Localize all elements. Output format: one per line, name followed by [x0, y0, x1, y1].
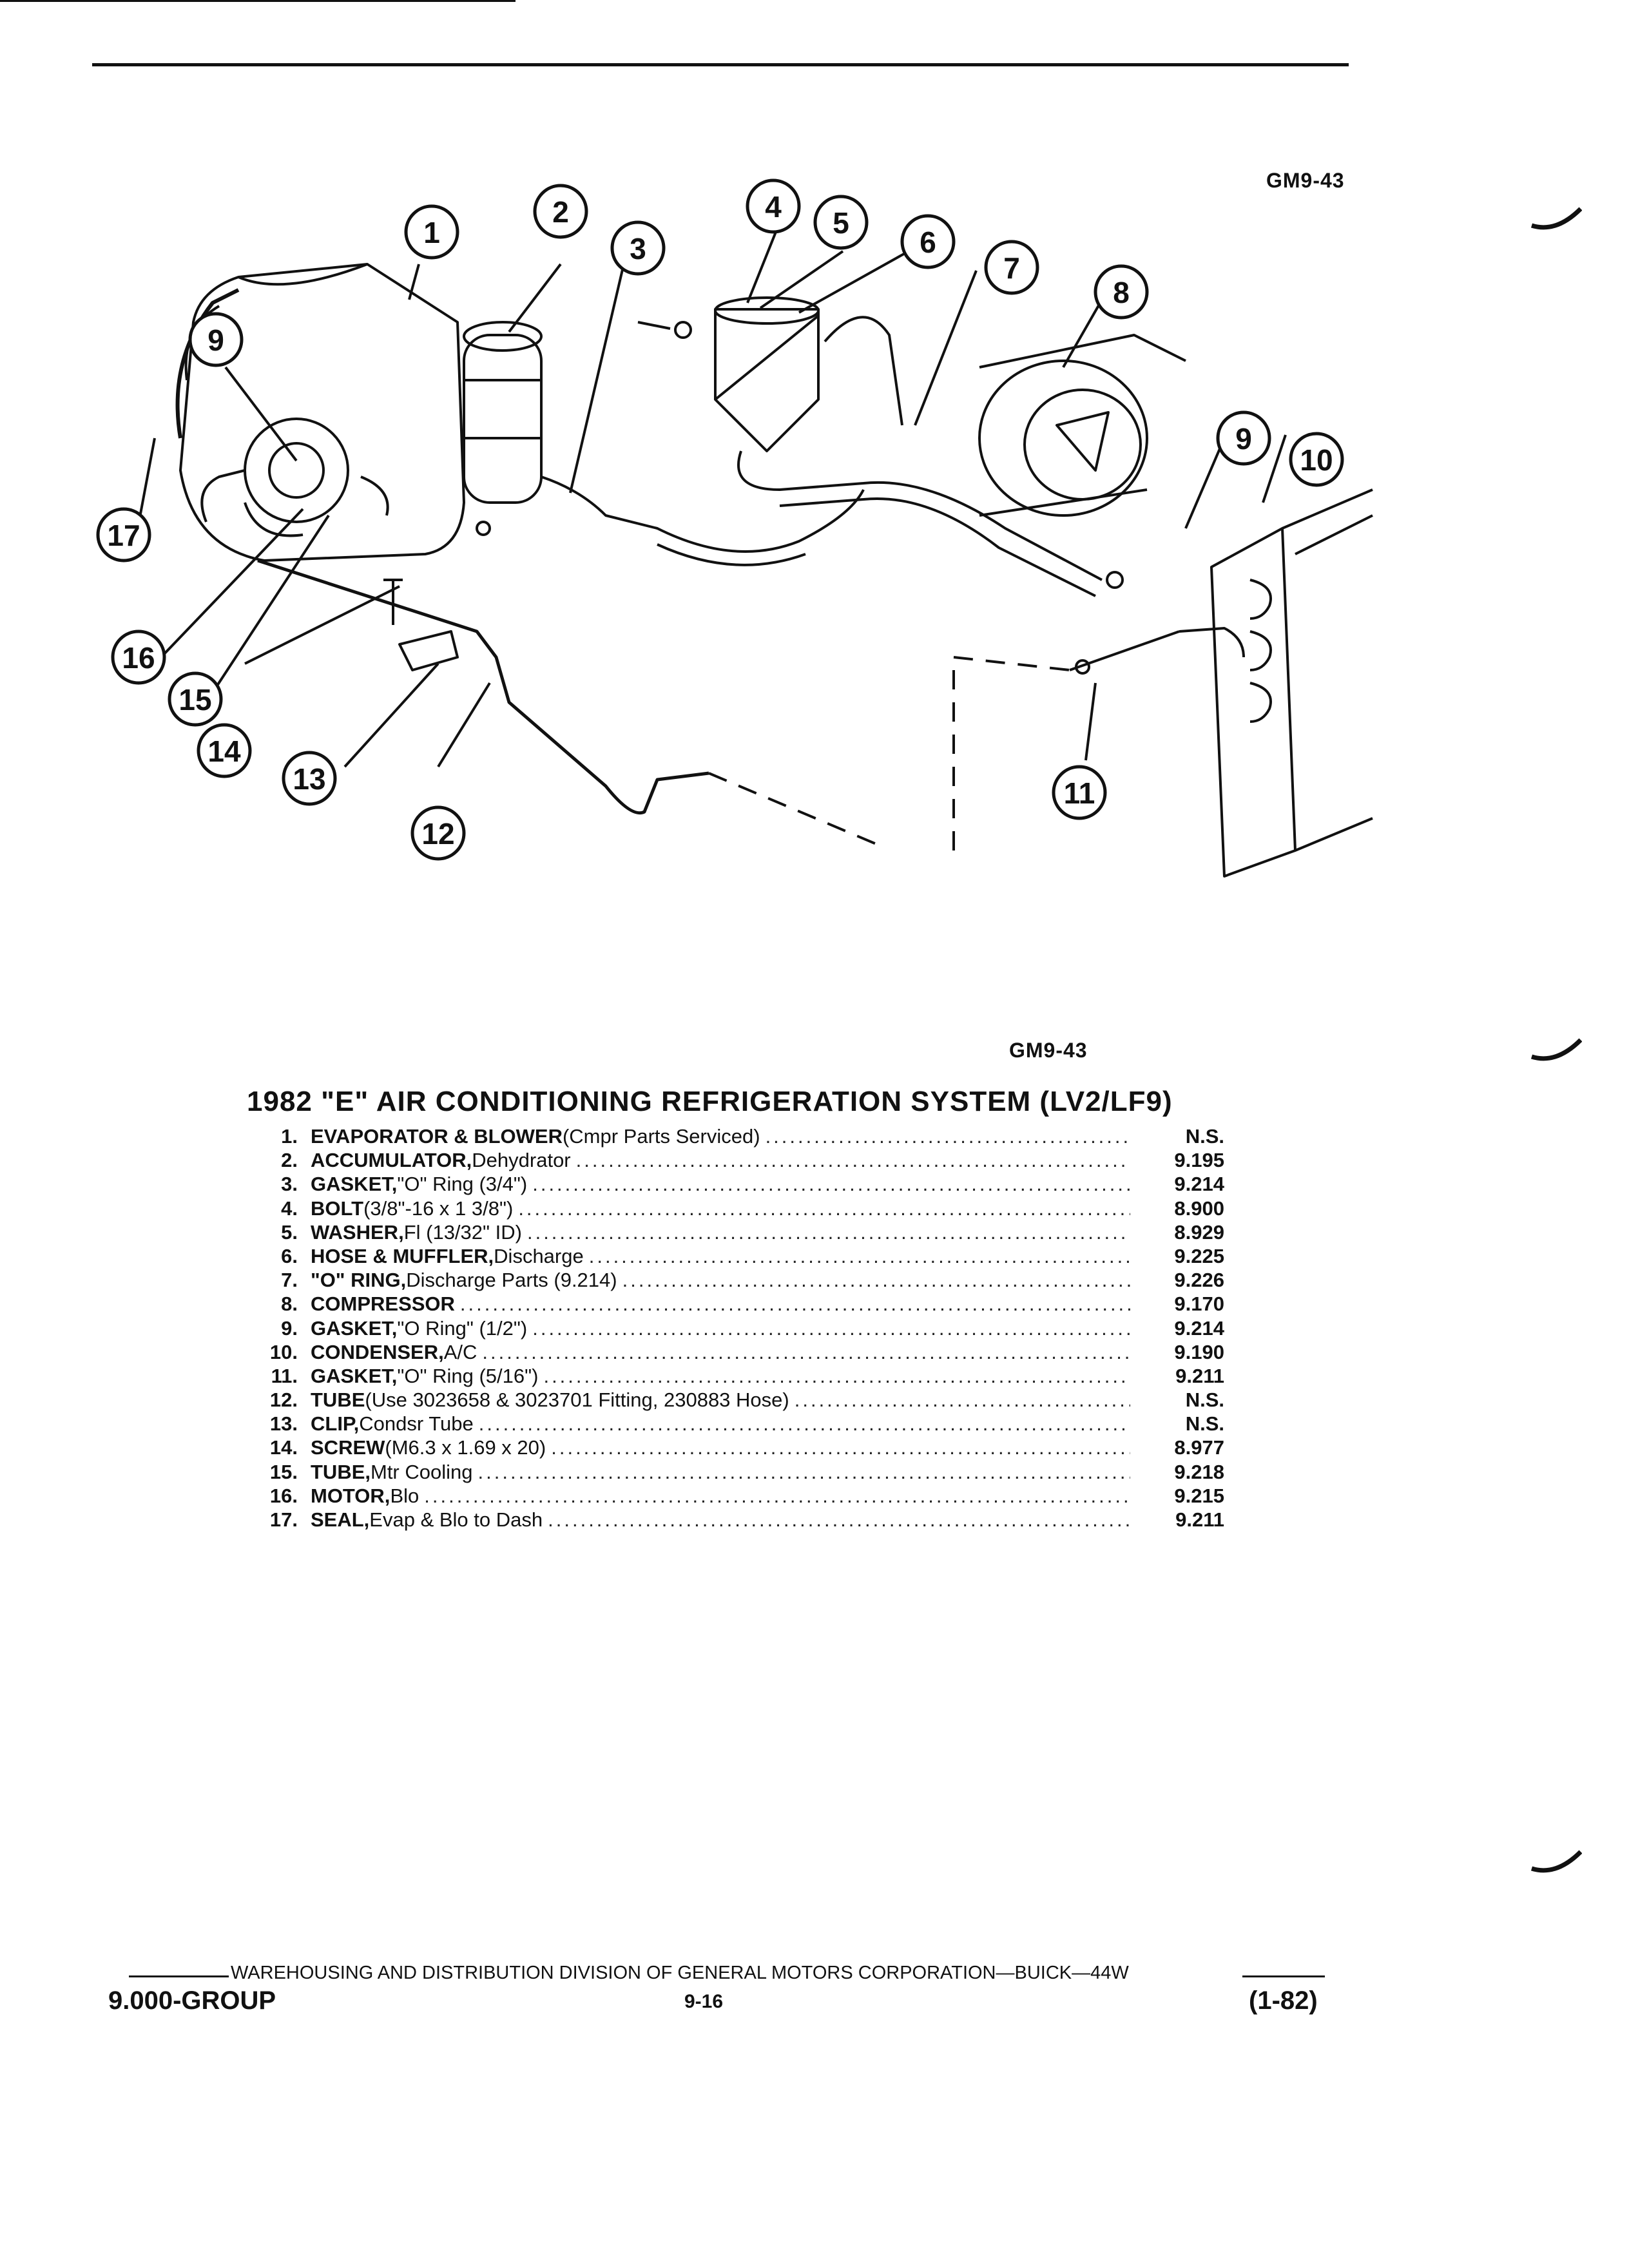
condenser-tube	[1179, 627, 1245, 658]
callout-15: 15	[168, 671, 223, 727]
figure-code-top: GM9-43	[1266, 169, 1345, 192]
svg-text:16: 16	[122, 641, 155, 675]
callout-4: 4	[746, 178, 801, 234]
footer-rule-right	[1242, 1975, 1325, 1977]
svg-text:15: 15	[178, 683, 211, 716]
svg-text:10: 10	[1300, 443, 1333, 477]
svg-text:1: 1	[423, 216, 440, 249]
svg-text:17: 17	[107, 519, 140, 552]
parts-row: 13.CLIP, Condsr TubeN.S.	[245, 1412, 1224, 1436]
parts-row: 16.MOTOR, Blo9.215	[245, 1485, 1224, 1508]
footer-date: (1-82)	[1249, 1986, 1318, 2015]
muffler	[714, 308, 820, 452]
parts-row: 6.HOSE & MUFFLER, Discharge9.225	[245, 1245, 1224, 1269]
footer-group-number: 9.000-GROUP	[108, 1986, 276, 2015]
parts-list: 1.EVAPORATOR & BLOWER (Cmpr Parts Servic…	[245, 1125, 1224, 1532]
svg-text:11: 11	[1064, 776, 1095, 810]
parts-row: 12.TUBE (Use 3023658 & 3023701 Fitting, …	[245, 1389, 1224, 1412]
callout-13: 13	[282, 751, 337, 806]
parts-row: 4.BOLT (3/8"-16 x 1 3/8")8.900	[245, 1197, 1224, 1221]
parts-row: 2.ACCUMULATOR, Dehydrator9.195	[245, 1149, 1224, 1173]
svg-text:5: 5	[833, 206, 849, 240]
callout-11: 11	[1052, 765, 1107, 820]
seal-evap-to-dash	[175, 288, 240, 439]
svg-text:6: 6	[920, 226, 936, 259]
callout-3: 3	[610, 220, 666, 276]
bolt	[637, 321, 671, 330]
margin-tick-mark	[1530, 1038, 1582, 1061]
parts-row: 7."O" RING, Discharge Parts (9.214)9.226	[245, 1269, 1224, 1293]
callout-8: 8	[1094, 264, 1149, 320]
header-rule	[92, 63, 1349, 66]
blower-motor	[244, 418, 349, 523]
parts-row: 10.CONDENSER, A/C9.190	[245, 1341, 1224, 1365]
condenser-tube-12	[257, 559, 709, 815]
svg-text:9: 9	[1235, 422, 1252, 456]
margin-tick-mark	[1530, 1850, 1582, 1873]
evaporator-housing	[179, 263, 465, 562]
callout-14: 14	[197, 723, 252, 778]
parts-row: 15.TUBE, Mtr Cooling9.218	[245, 1461, 1224, 1485]
top-edge-rule	[0, 0, 516, 2]
svg-text:2: 2	[552, 195, 569, 229]
svg-text:9: 9	[207, 323, 224, 357]
parts-row: 14.SCREW (M6.3 x 1.69 x 20)8.977	[245, 1436, 1224, 1460]
svg-text:13: 13	[293, 762, 325, 796]
callout-6: 6	[900, 214, 956, 269]
callout-10: 10	[1289, 432, 1344, 487]
callout-12: 12	[410, 805, 466, 861]
parts-row: 17.SEAL, Evap & Blo to Dash9.211	[245, 1508, 1224, 1532]
svg-text:14: 14	[207, 735, 241, 768]
parts-row: 1.EVAPORATOR & BLOWER (Cmpr Parts Servic…	[245, 1125, 1224, 1149]
callout-2: 2	[533, 184, 588, 239]
footer-organization: WAREHOUSING AND DISTRIBUTION DIVISION OF…	[231, 1963, 1129, 1983]
figure-code-bottom: GM9-43	[1009, 1039, 1088, 1062]
screw	[383, 579, 403, 625]
callout-1: 1	[404, 204, 459, 260]
parts-row: 11.GASKET, "O" Ring (5/16")9.211	[245, 1365, 1224, 1389]
page-title: 1982 "E" AIR CONDITIONING REFRIGERATION …	[247, 1086, 1173, 1117]
svg-text:7: 7	[1003, 251, 1020, 285]
parts-row: 5.WASHER, Fl (13/32" ID)8.929	[245, 1221, 1224, 1245]
compressor	[978, 360, 1148, 517]
margin-tick-mark	[1530, 207, 1582, 230]
clip	[398, 630, 459, 671]
callout-7: 7	[984, 240, 1039, 295]
callout-17: 17	[96, 507, 151, 562]
callout-16: 16	[111, 629, 166, 685]
callout-5: 5	[813, 195, 869, 250]
parts-row: 9.GASKET, "O Ring" (1/2")9.214	[245, 1317, 1224, 1341]
accumulator	[463, 334, 543, 504]
svg-text:12: 12	[421, 817, 454, 850]
ac-system-exploded-diagram: 1 2 3 4 5 6 7 8 9 10 11 12 13 14 15 16 1…	[96, 178, 1373, 878]
svg-text:4: 4	[765, 190, 782, 224]
footer-page-number: 9-16	[684, 1991, 724, 2012]
callout-9-left: 9	[188, 312, 244, 367]
svg-text:3: 3	[630, 232, 646, 265]
parts-row: 8.COMPRESSOR9.170	[245, 1293, 1224, 1316]
washer	[674, 321, 692, 339]
callout-9-right: 9	[1216, 410, 1271, 466]
motor-cooling-tube	[244, 476, 389, 537]
svg-text:8: 8	[1113, 276, 1130, 309]
footer-rule-left	[129, 1975, 229, 1977]
parts-row: 3.GASKET, "O" Ring (3/4")9.214	[245, 1173, 1224, 1196]
suction-hose	[541, 476, 865, 553]
discharge-hose	[737, 450, 1103, 581]
